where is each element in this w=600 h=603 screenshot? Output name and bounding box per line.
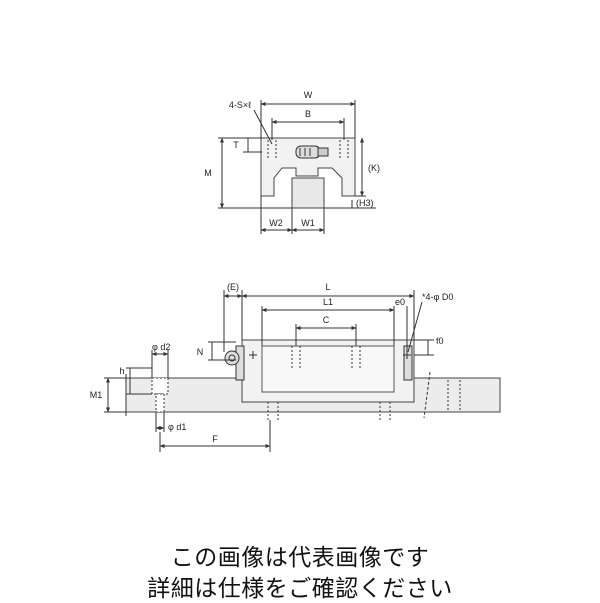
carriage-block-outline [260,137,356,197]
label-E: (E) [227,282,239,292]
label-H3: (H3) [356,198,374,208]
label-f0: f0 [436,336,444,346]
label-K: (K) [368,163,380,173]
grease-nipple [295,145,329,159]
label-L1: L1 [323,297,333,307]
label-M: M [204,168,212,178]
label-W1: W1 [301,218,315,228]
hole-markers [249,351,411,359]
label-B: B [305,109,311,119]
label-d2: φ d2 [152,342,170,352]
carriage-inner [261,345,395,393]
rail-mounting-hole [151,377,169,395]
label-4-S: 4-S×ℓ [229,100,252,110]
label-L: L [325,282,330,292]
tapped-holes [267,140,349,160]
label-W2: W2 [269,218,283,228]
label-W: W [304,90,313,100]
label-h: h [119,366,124,376]
side-view [104,290,501,452]
label-N: N [197,347,204,357]
label-e0: e0 [395,297,405,307]
label-M1: M1 [90,390,103,400]
label-C: C [323,315,330,325]
rail-outline [291,177,325,209]
label-D0: *4-φ D0 [422,292,453,302]
label-F: F [212,434,218,444]
end-view [218,100,376,234]
caption-line-2: 詳細は仕様をご確認ください [147,576,453,602]
label-T: T [233,140,239,150]
caption-line-1: この画像は代表画像です [170,545,430,571]
grease-nipple-side [224,350,240,366]
label-d1: φ d1 [168,422,186,432]
